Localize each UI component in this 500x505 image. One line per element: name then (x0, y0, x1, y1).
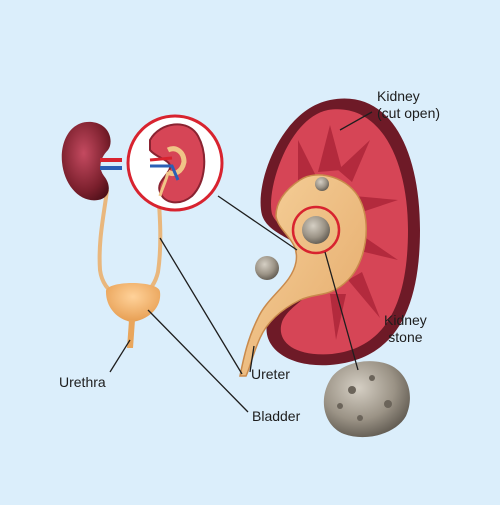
pyramid-1 (318, 125, 342, 172)
pyramid-5 (348, 272, 380, 318)
pyramid-2 (338, 140, 370, 182)
label-kidney-stone-line1: Kidney (384, 312, 427, 328)
magnified-vein (150, 164, 180, 181)
label-bladder: Bladder (252, 408, 301, 424)
stone-highlight-ring (291, 205, 341, 255)
pyramid-6 (330, 294, 346, 340)
label-kidney-stone-line2: stone (388, 329, 423, 345)
label-kidney-stone: Kidney stone (384, 312, 427, 346)
magnified-ureter (158, 171, 170, 197)
label-ureter: Ureter (251, 366, 290, 382)
leader-ureter-large (249, 345, 255, 373)
pyramid-4 (356, 234, 398, 260)
magnified-kidney-circle (126, 114, 224, 212)
large-kidney (239, 98, 420, 377)
pyramid-7 (298, 140, 316, 184)
small-ureter-left (97, 189, 119, 298)
large-kidney-stone (323, 361, 410, 438)
pyramid-3 (354, 196, 398, 214)
leader-magnify (217, 195, 298, 251)
leader-lines (109, 111, 373, 413)
leader-stone (324, 251, 359, 371)
label-kidney-cut-open: Kidney (cut open) (377, 88, 440, 122)
label-kidney-cut-open-line1: Kidney (377, 88, 420, 104)
leader-kidney-cut (339, 111, 373, 131)
label-urethra: Urethra (59, 374, 106, 390)
label-kidney-cut-open-line2: (cut open) (377, 105, 441, 121)
leader-bladder (147, 309, 249, 413)
small-kidney (61, 121, 111, 201)
magnified-artery (149, 156, 173, 162)
stone-highlighted (302, 216, 330, 244)
leader-ureter-small (159, 237, 243, 375)
stone-small-left (255, 256, 279, 280)
stone-small-top (315, 177, 329, 191)
bladder-shape (105, 283, 161, 322)
leader-urethra (109, 339, 131, 373)
small-urinary-system (61, 121, 163, 348)
